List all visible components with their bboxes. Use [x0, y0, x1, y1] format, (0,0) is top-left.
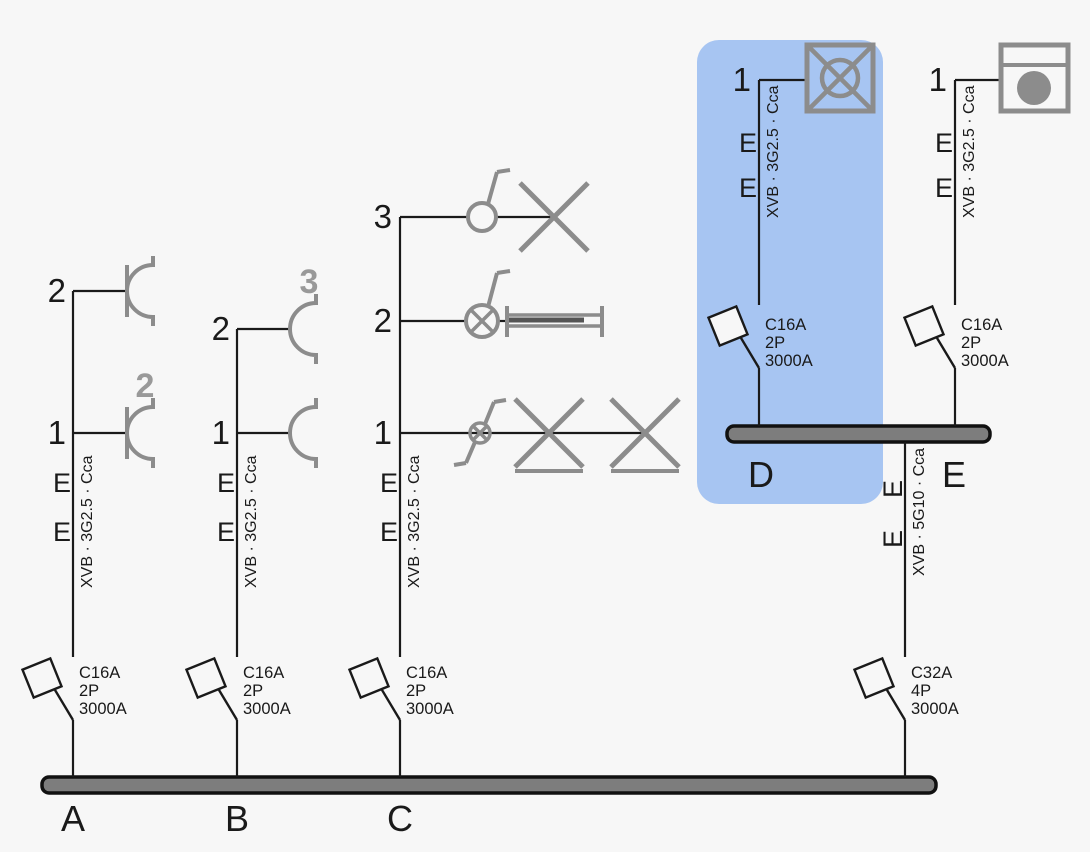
busbar-label-c: C	[387, 798, 413, 839]
breaker-d-rating: 3000A	[765, 352, 813, 370]
circuit-b1-number: 1	[212, 414, 230, 451]
socket-outlet-a1[interactable]	[125, 398, 155, 468]
appliance-e1[interactable]	[998, 42, 1071, 114]
feeder-c[interactable]: C16A 2P 3000A E E XVB · 3G2.5 · Cca 1	[347, 168, 681, 777]
selection-highlight-module-d[interactable]	[697, 40, 883, 504]
embedded-mark: E	[380, 517, 398, 547]
breaker-sub-rating: 3000A	[911, 700, 959, 718]
feeder-d[interactable]: C16A 2P 3000A E E XVB · 3G2.5 · Cca 1	[706, 42, 876, 426]
cable-label-c: XVB · 3G2.5 · Cca	[406, 455, 423, 588]
ventilator-d1[interactable]	[804, 42, 876, 114]
breaker-a-poles: 2P	[79, 682, 99, 700]
breaker-c-poles: 2P	[406, 682, 426, 700]
embedded-mark: E	[935, 128, 953, 158]
breaker-b[interactable]	[184, 656, 239, 721]
cable-label-a: XVB · 3G2.5 · Cca	[79, 455, 96, 588]
breaker-e[interactable]	[902, 304, 957, 369]
busbar-label-d: D	[748, 454, 774, 495]
fluorescent-luminaire-c2[interactable]	[505, 306, 604, 337]
embedded-mark: E	[739, 173, 757, 203]
pilot-switch-c2[interactable]	[464, 269, 511, 339]
circuit-c2-number: 2	[374, 302, 392, 339]
busbar-label-b: B	[225, 798, 249, 839]
sub-busbar[interactable]	[725, 424, 992, 444]
circuit-d1-number: 1	[733, 61, 751, 98]
feeder-e[interactable]: C16A 2P 3000A E E XVB · 3G2.5 · Cca 1	[902, 42, 1071, 426]
breaker-d[interactable]	[706, 304, 761, 369]
embedded-mark: E	[217, 517, 235, 547]
feeder-sub[interactable]: C32A 4P 3000A E E XVB · 5G10 · Cca	[852, 442, 959, 777]
breaker-sub[interactable]	[852, 656, 907, 721]
breaker-sub-poles: 4P	[911, 682, 931, 700]
embedded-mark: E	[380, 468, 398, 498]
circuit-e1-number: 1	[929, 61, 947, 98]
breaker-sub-type: C32A	[911, 664, 952, 682]
socket-count-a1: 2	[136, 367, 155, 405]
main-busbar[interactable]	[40, 775, 938, 795]
wall-lamp-c1-2[interactable]	[609, 397, 681, 473]
socket-outlet-b1[interactable]	[288, 398, 318, 468]
embedded-mark: E	[878, 480, 908, 498]
breaker-b-poles: 2P	[243, 682, 263, 700]
cable-label-b: XVB · 3G2.5 · Cca	[243, 455, 260, 588]
cable-label-e: XVB · 3G2.5 · Cca	[961, 85, 978, 218]
feeder-b[interactable]: C16A 2P 3000A E E XVB · 3G2.5 · Cca 1 2 …	[184, 263, 319, 777]
feeder-a[interactable]: C16A 2P 3000A E E XVB · 3G2.5 · Cca 1 2 …	[20, 256, 155, 777]
embedded-mark: E	[53, 517, 71, 547]
breaker-e-type: C16A	[961, 316, 1002, 334]
two-way-switch-c1[interactable]	[453, 398, 507, 467]
circuit-a2-number: 2	[48, 272, 66, 309]
socket-outlet-b2[interactable]	[288, 294, 318, 364]
lamp-c3[interactable]	[518, 181, 590, 253]
one-way-switch-c3[interactable]	[466, 168, 511, 233]
circuit-c1-number: 1	[374, 414, 392, 451]
breaker-a-rating: 3000A	[79, 700, 127, 718]
embedded-mark: E	[935, 173, 953, 203]
embedded-mark: E	[217, 468, 235, 498]
wall-lamp-c1-1[interactable]	[513, 397, 585, 473]
circuit-c3-number: 3	[374, 198, 392, 235]
breaker-b-type: C16A	[243, 664, 284, 682]
breaker-c-type: C16A	[406, 664, 447, 682]
circuit-b2-number: 2	[212, 310, 230, 347]
breaker-b-rating: 3000A	[243, 700, 291, 718]
socket-count-b2: 3	[300, 263, 319, 301]
appliance-dot	[1017, 71, 1051, 105]
breaker-e-rating: 3000A	[961, 352, 1009, 370]
busbar-label-a: A	[61, 798, 85, 839]
breaker-a[interactable]	[20, 656, 75, 721]
embedded-mark: E	[878, 530, 908, 548]
socket-outlet-a2[interactable]	[125, 256, 155, 326]
busbar-label-e: E	[942, 454, 966, 495]
breaker-a-type: C16A	[79, 664, 120, 682]
circuit-a1-number: 1	[48, 414, 66, 451]
breaker-c-rating: 3000A	[406, 700, 454, 718]
cable-label-d: XVB · 3G2.5 · Cca	[765, 85, 782, 218]
embedded-mark: E	[739, 128, 757, 158]
embedded-mark: E	[53, 468, 71, 498]
breaker-d-type: C16A	[765, 316, 806, 334]
breaker-e-poles: 2P	[961, 334, 981, 352]
cable-label-sub: XVB · 5G10 · Cca	[911, 448, 928, 576]
breaker-c[interactable]	[347, 656, 402, 721]
breaker-d-poles: 2P	[765, 334, 785, 352]
